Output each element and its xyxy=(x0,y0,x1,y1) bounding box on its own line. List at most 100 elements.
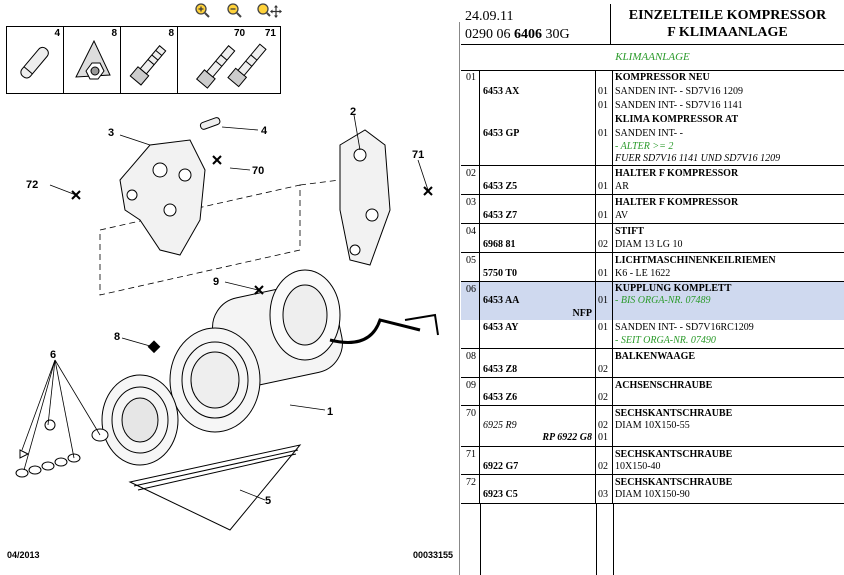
part-ref[interactable]: 6968 81 xyxy=(483,239,516,250)
part-ref[interactable]: 6453 Z8 xyxy=(483,364,518,375)
col-divider xyxy=(596,504,597,575)
exploded-view-diagram: 3 4 2 70 71 72 9 8 6 1 5 xyxy=(15,106,439,531)
parts-list-panel: 24.09.11 0290 06 6406 30G EINZELTEILE KO… xyxy=(461,0,844,575)
row-position: 72 xyxy=(461,475,480,503)
parts-header: 24.09.11 0290 06 6406 30G EINZELTEILE KO… xyxy=(461,4,844,45)
footer-code: 00033155 xyxy=(412,550,453,560)
part-ref[interactable]: 6453 AA xyxy=(483,295,520,306)
title-line-1: EINZELTEILE KOMPRESSOR xyxy=(628,8,827,23)
callout-2: 2 xyxy=(350,106,356,118)
parts-row[interactable]: 09 6453 Z6 02 ACHSENSCHRAUBE xyxy=(461,378,844,406)
row-position: 70 xyxy=(461,406,480,446)
row-refs: 6453 Z5 xyxy=(480,166,596,194)
part-ref[interactable]: 6922 G7 xyxy=(483,461,519,472)
part-ref[interactable]: 6453 Z7 xyxy=(483,210,518,221)
thumbnail-screws[interactable]: 70 71 xyxy=(177,26,281,94)
zoom-toolbar xyxy=(0,0,460,22)
callout-9: 9 xyxy=(213,276,219,288)
qty: 02 xyxy=(598,392,608,403)
desc-line: ACHSENSCHRAUBE xyxy=(615,380,713,391)
desc-line: SECHSKANTSCHRAUBE xyxy=(615,477,733,488)
qty: 01 xyxy=(598,100,608,111)
desc-line: - BIS ORGA-NR. 07489 xyxy=(615,295,711,306)
qty: 01 xyxy=(598,268,608,279)
part-ref[interactable]: 6923 C5 xyxy=(483,489,518,500)
row-position: 09 xyxy=(461,378,480,405)
row-refs: 6968 81 xyxy=(480,224,596,252)
part-ref[interactable]: 5750 T0 xyxy=(483,268,517,279)
code-bold: 6406 xyxy=(514,27,542,42)
desc-line: AV xyxy=(615,210,629,221)
zoom-pan-icon[interactable] xyxy=(256,3,282,19)
part-ref[interactable]: 6453 Z6 xyxy=(483,392,518,403)
part-ref[interactable]: 6453 AY xyxy=(483,322,519,333)
row-qtys: 02 xyxy=(596,349,613,377)
qty: 01 xyxy=(598,432,608,443)
desc-line: DIAM 10X150-55 xyxy=(615,420,690,431)
thumbnail-label: 8 xyxy=(168,28,174,39)
part-ref-replacement[interactable]: RP 6922 G8 xyxy=(542,432,592,443)
row-position: 08 xyxy=(461,349,480,377)
desc-line: K6 - LE 1622 xyxy=(615,268,671,279)
row-qtys: 02 xyxy=(596,378,613,405)
row-desc: BALKENWAAGE xyxy=(613,349,844,377)
desc-line: HALTER F KOMPRESSOR xyxy=(615,197,739,208)
part-ref[interactable]: 6453 AX xyxy=(483,86,520,97)
parts-row[interactable]: 08 6453 Z8 02 BALKENWAAGE xyxy=(461,349,844,378)
callout-8: 8 xyxy=(114,331,120,343)
callout-5: 5 xyxy=(265,495,271,507)
zoom-in-icon[interactable] xyxy=(194,3,212,19)
row-desc: ACHSENSCHRAUBE xyxy=(613,378,844,405)
code-suffix: 30G xyxy=(545,27,570,42)
row-qtys: 01 xyxy=(596,253,613,281)
qty: 01 xyxy=(598,210,608,221)
qty: 01 xyxy=(598,86,608,97)
desc-line: - SEIT ORGA-NR. 07490 xyxy=(615,335,716,346)
row-refs: 6453 Z7 xyxy=(480,195,596,223)
thumbnail-pin[interactable]: 4 xyxy=(6,26,64,94)
qty: 02 xyxy=(598,239,608,250)
callout-4: 4 xyxy=(261,125,268,137)
desc-line: STIFT xyxy=(615,226,644,237)
row-qtys: 01 xyxy=(596,166,613,194)
thumbnail-label: 8 xyxy=(111,28,117,39)
thumbnail-bolt[interactable]: 8 xyxy=(120,26,178,94)
desc-line: KLIMA KOMPRESSOR AT xyxy=(615,114,739,125)
callout-70: 70 xyxy=(252,165,264,177)
desc-line: SECHSKANTSCHRAUBE xyxy=(615,449,733,460)
part-ref[interactable]: 6453 Z5 xyxy=(483,181,518,192)
part-ref-old[interactable]: 6925 R9 xyxy=(483,420,517,431)
callout-3: 3 xyxy=(108,127,114,139)
row-desc: KOMPRESSOR NEU SANDEN INT- - SD7V16 1209… xyxy=(613,70,844,165)
row-desc: HALTER F KOMPRESSOR AV xyxy=(613,195,844,223)
row-position: 01 xyxy=(461,70,480,165)
desc-line: KUPPLUNG KOMPLETT xyxy=(615,283,732,294)
part-ref[interactable]: 6453 GP xyxy=(483,128,520,139)
row-qtys: 02 xyxy=(596,447,613,474)
desc-line: SANDEN INT- - xyxy=(615,128,683,139)
thumbnail-nut[interactable]: 8 xyxy=(63,26,121,94)
desc-line: DIAM 13 LG 10 xyxy=(615,239,683,250)
desc-line: BALKENWAAGE xyxy=(615,351,696,362)
callout-1: 1 xyxy=(327,406,333,418)
qty: 01 xyxy=(598,181,608,192)
callout-72: 72 xyxy=(26,179,38,191)
header-code: 0290 06 6406 30G xyxy=(465,27,570,43)
callout-71: 71 xyxy=(412,149,424,161)
row-refs: 6923 C5 xyxy=(480,475,596,503)
zoom-out-icon[interactable] xyxy=(226,3,244,19)
row-position: 71 xyxy=(461,447,480,474)
